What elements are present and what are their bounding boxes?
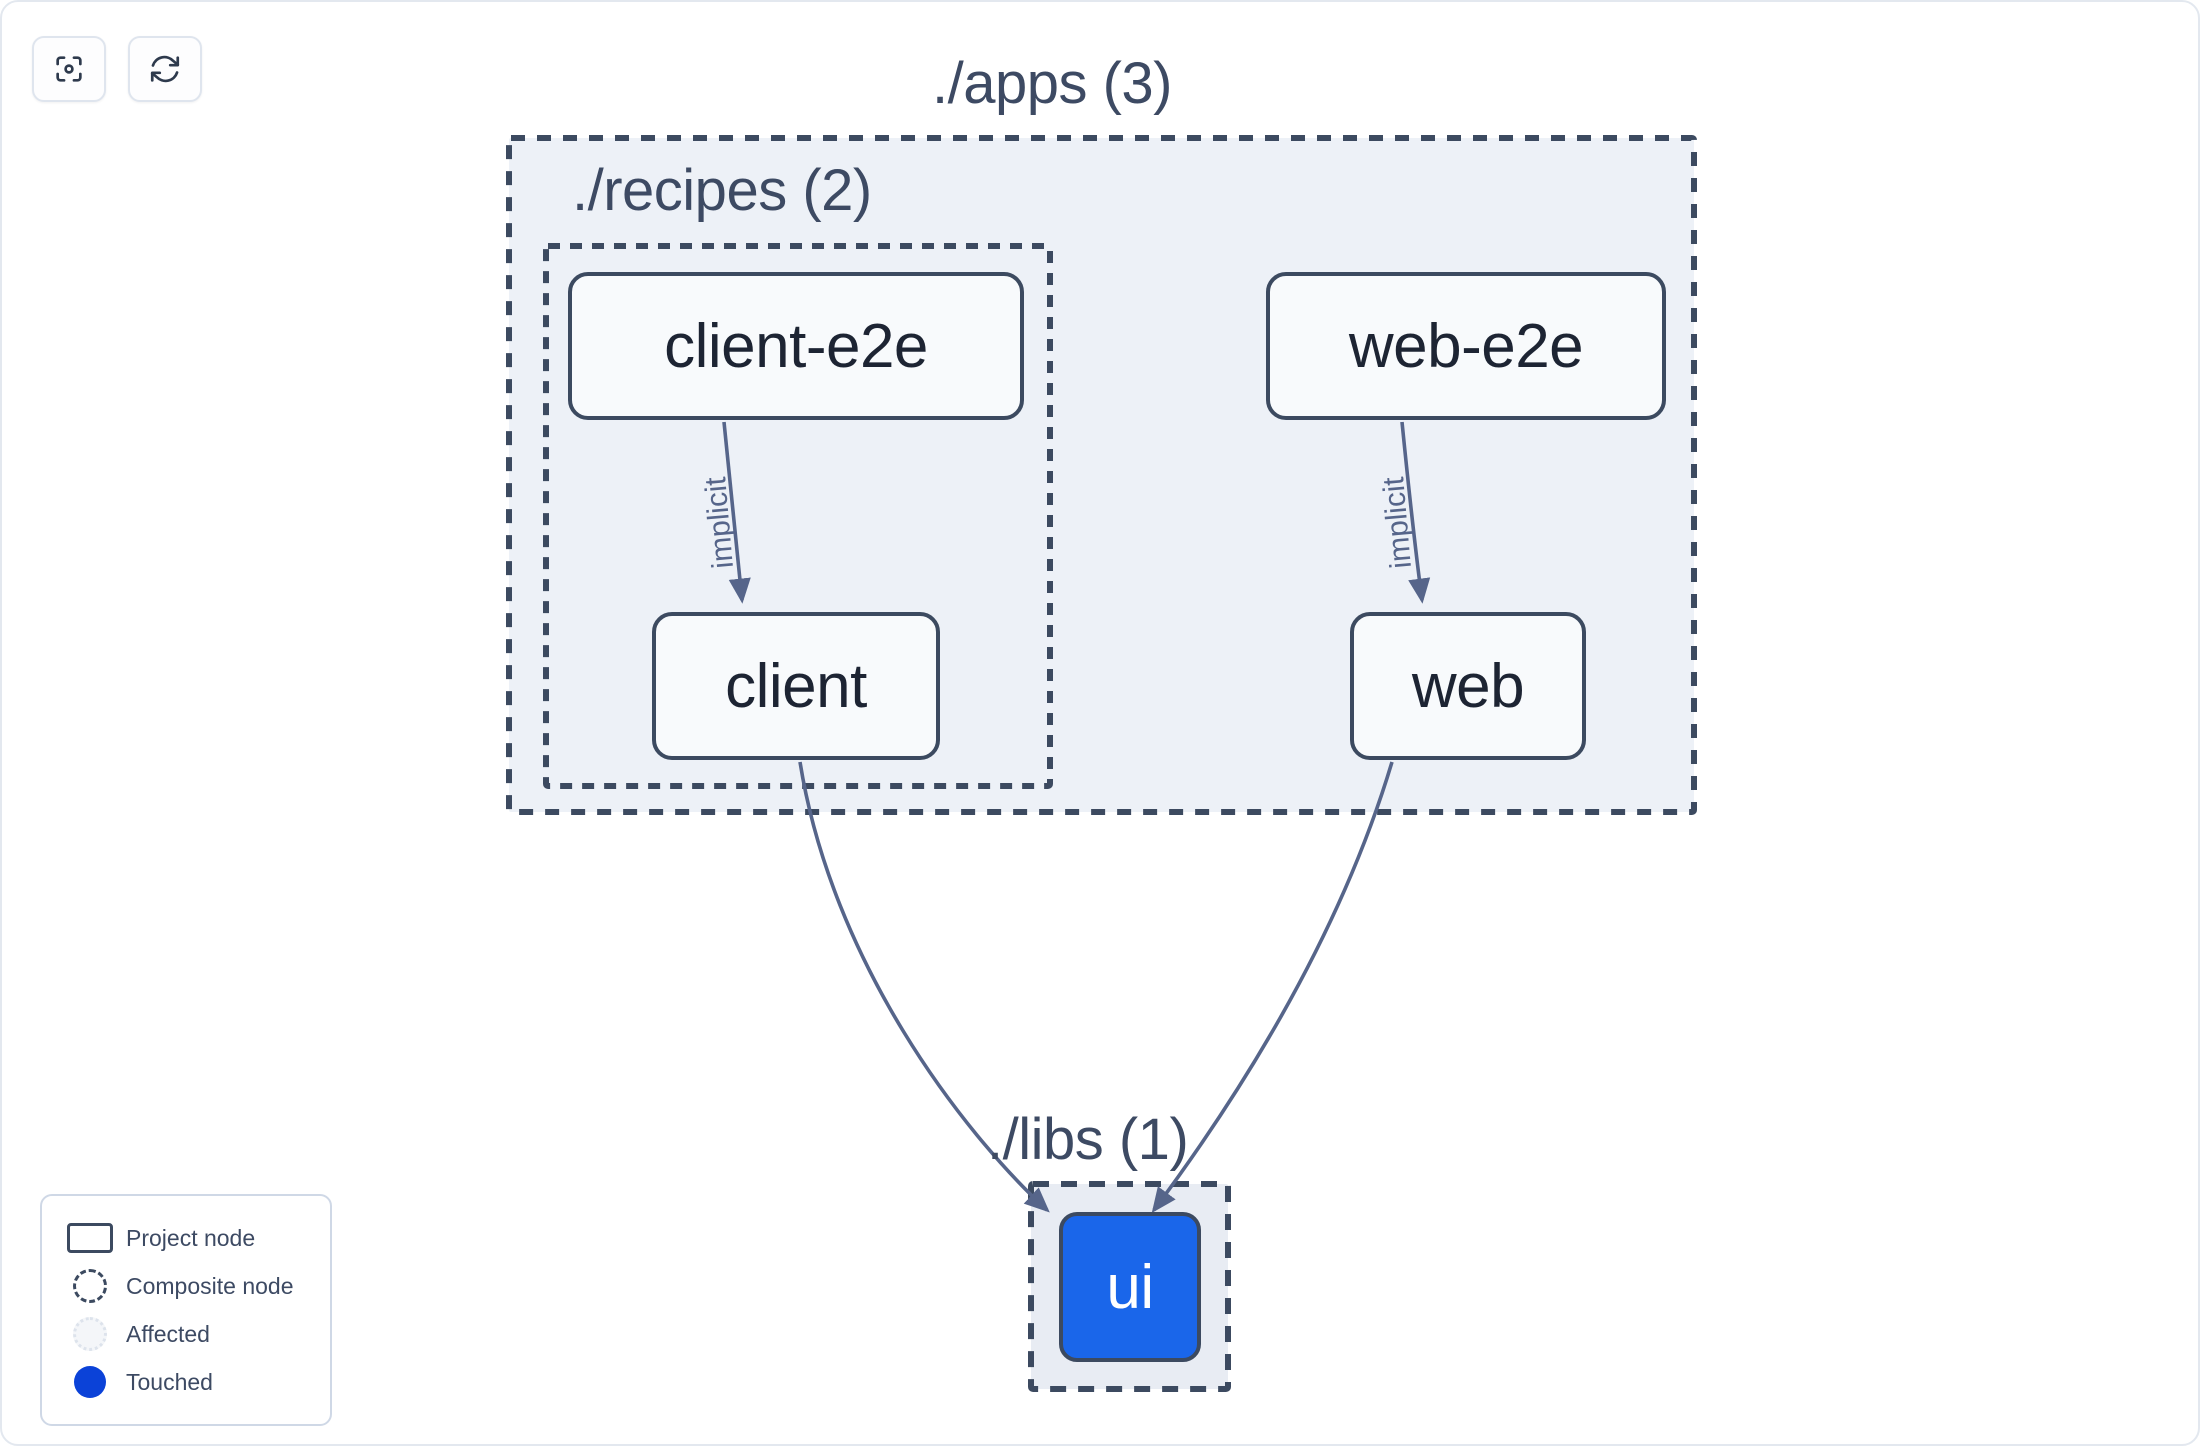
legend-item-affected: Affected [62,1310,310,1358]
edge-client-e2e-to-client[interactable] [722,421,751,604]
legend-label-affected: Affected [126,1320,210,1347]
touched-swatch [62,1366,118,1398]
project-node-web-e2e[interactable]: web-e2e [1266,272,1666,420]
legend-label-project-node: Project node [126,1224,256,1251]
composite-node-swatch [62,1269,118,1303]
affected-swatch [62,1317,118,1351]
project-node-swatch [62,1223,118,1253]
refresh-graph-button[interactable] [128,36,202,102]
edge-label-client-e2e-to-client: implicit [699,475,740,570]
legend-item-project-node: Project node [62,1214,310,1262]
legend-item-composite-node: Composite node [62,1262,310,1310]
edge-label-web-e2e-to-web: implicit [1377,475,1418,570]
group-label-recipes: ./recipes (2) [572,158,872,223]
group-label-apps: ./apps (3) [932,51,1173,116]
graph-toolbar [32,36,202,102]
focus-graph-button[interactable] [32,36,106,102]
project-node-ui[interactable]: ui [1059,1212,1201,1362]
project-node-client[interactable]: client [652,612,940,760]
legend-label-touched: Touched [126,1368,213,1395]
group-label-libs: ./libs (1) [987,1107,1189,1172]
edge-web-e2e-to-web[interactable] [1400,421,1431,604]
refresh-icon [148,52,182,86]
legend-label-composite-node: Composite node [126,1272,294,1299]
graph-legend: Project node Composite node Affected Tou… [40,1194,332,1426]
edge-client-to-ui[interactable] [798,761,1050,1213]
project-node-web[interactable]: web [1350,612,1586,760]
legend-item-touched: Touched [62,1358,310,1406]
focus-target-icon [52,52,86,86]
edge-web-to-ui[interactable] [1151,761,1394,1214]
project-node-client-e2e[interactable]: client-e2e [568,272,1024,420]
